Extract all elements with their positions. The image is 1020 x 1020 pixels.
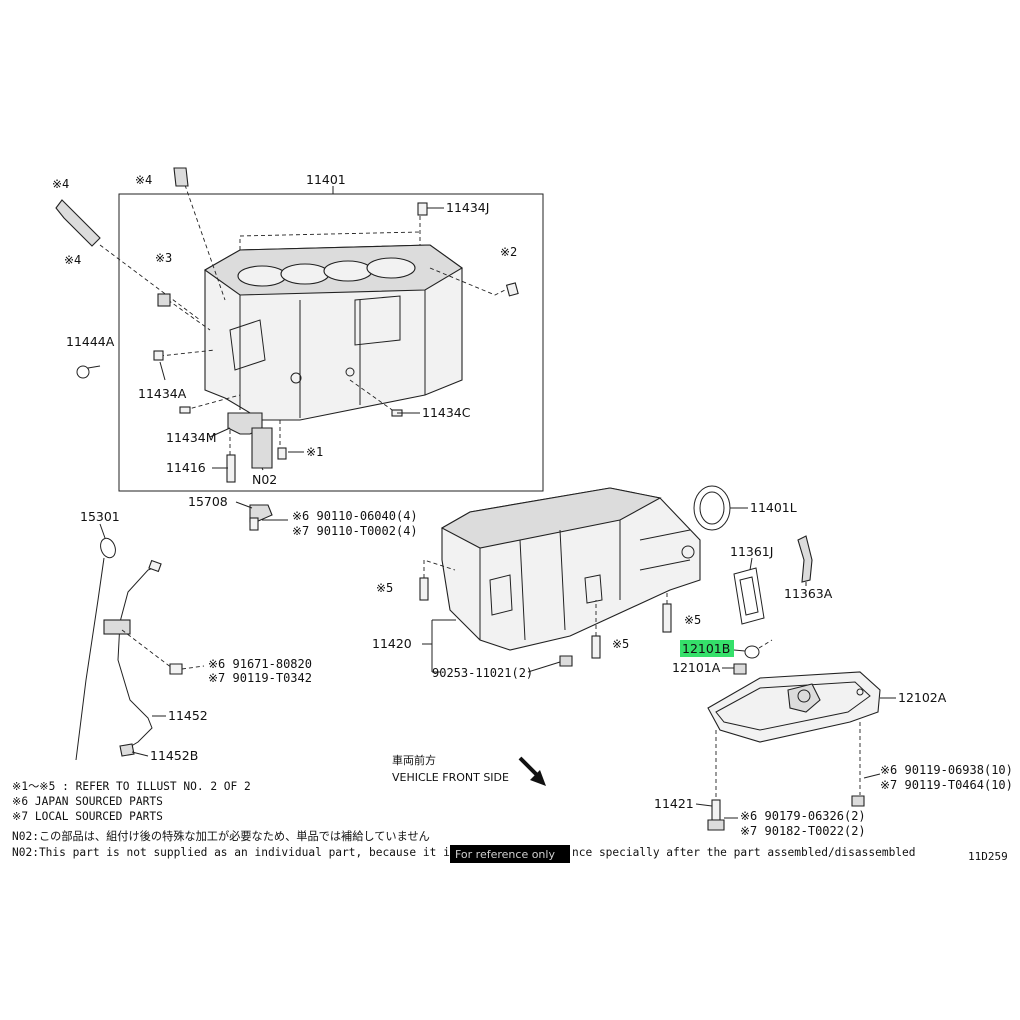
- callout-11401L: 11401L: [750, 500, 797, 515]
- callout-N02: N02: [252, 472, 277, 487]
- pn-plug: 90253-11021(2): [432, 666, 533, 680]
- cylinder-block: [203, 244, 464, 421]
- callout-12101B-highlight: [680, 640, 734, 657]
- bracket-11363A: [797, 535, 813, 583]
- oil-seal-11401L: [693, 485, 731, 531]
- bearing-cap-N02: [251, 427, 273, 469]
- pn-stud-nut-local: ※7 90182-T0022(2): [740, 824, 866, 838]
- callout-11444A: 11444A: [66, 334, 115, 349]
- callout-11416: 11416: [166, 460, 206, 475]
- bolt-11416: [226, 454, 236, 483]
- callout-15708: 15708: [188, 494, 228, 509]
- note-n02-jp: N02:この部品は、組付け後の特殊な加工が必要なため、単品では補給していません: [12, 829, 430, 843]
- o-ring-11452B: [119, 743, 135, 757]
- callout-11361J: 11361J: [730, 544, 773, 559]
- direction-jp: 車両前方: [392, 753, 436, 767]
- mark-4b: ※4: [135, 173, 152, 187]
- oil-pan-no2-12102A: [707, 671, 881, 743]
- mark-4a: ※4: [52, 177, 69, 191]
- gasket-12101B: [744, 645, 760, 659]
- pn-stud-nut-jp: ※6 90179-06326(2): [740, 809, 866, 823]
- o-ring-11444A: [76, 365, 90, 379]
- drain-plug-12101A: [733, 663, 747, 675]
- oil-pan-no1-11420: [440, 487, 701, 651]
- callout-11420: 11420: [372, 636, 412, 651]
- mark-5b: ※5: [612, 637, 629, 651]
- callout-11401: 11401: [306, 172, 346, 187]
- callout-11434C: 11434C: [422, 405, 471, 420]
- stud-11421: [711, 799, 721, 821]
- note-refer: ※1～※5 : REFER TO ILLUST NO. 2 OF 2: [12, 780, 251, 793]
- front-arrow-icon: [518, 756, 546, 786]
- mark-2: ※2: [500, 245, 517, 259]
- callout-11421: 11421: [654, 796, 694, 811]
- callout-11452: 11452: [168, 708, 208, 723]
- callout-12102A: 12102A: [898, 690, 947, 705]
- watermark-box: [450, 845, 570, 863]
- oil-level-gauge-15301: [75, 537, 116, 761]
- gauge-guide-11452: [103, 559, 162, 749]
- pn-bolt15708-local: ※7 90110-T0002(4): [292, 524, 418, 538]
- pn-pan-bolt-jp: ※6 90119-06938(10): [880, 763, 1013, 777]
- callout-11434M: 11434M: [166, 430, 217, 445]
- dowel-pin-11434J: [417, 202, 428, 216]
- mark-5a: ※5: [376, 581, 393, 595]
- gasket-11361J: [733, 567, 765, 625]
- callout-15301: 15301: [80, 509, 120, 524]
- callout-11434J: 11434J: [446, 200, 489, 215]
- callout-12101B[interactable]: 12101B: [682, 641, 730, 656]
- direction-en: VEHICLE FRONT SIDE: [392, 771, 509, 784]
- watermark-text: For reference only: [455, 848, 555, 861]
- mark-1: ※1: [306, 445, 323, 459]
- note-n02-en-end: nce specially after the part assembled/d…: [572, 846, 916, 859]
- pn-pan-bolt-local: ※7 90119-T0464(10): [880, 778, 1013, 792]
- callout-11434A: 11434A: [138, 386, 187, 401]
- figure-code: 11D259: [968, 850, 1008, 863]
- note-japan-sourced: ※6 JAPAN SOURCED PARTS: [12, 795, 163, 808]
- drain-plug: [173, 167, 189, 187]
- mark-5c: ※5: [684, 613, 701, 627]
- note-n02-en: N02:This part is not supplied as an indi…: [12, 846, 477, 859]
- mark-3: ※3: [155, 251, 172, 265]
- pn-bolt-guide-jp: ※6 91671-80820: [208, 657, 312, 671]
- mark-4c: ※4: [64, 253, 81, 267]
- callout-11363A: 11363A: [784, 586, 833, 601]
- oil-pressure-switch: [55, 199, 101, 247]
- callout-11452B: 11452B: [150, 748, 198, 763]
- pn-bolt-guide-local: ※7 90119-T0342: [208, 671, 312, 685]
- block-group-frame: [118, 193, 544, 492]
- callout-12101A: 12101A: [672, 660, 721, 675]
- note-local-sourced: ※7 LOCAL SOURCED PARTS: [12, 810, 163, 823]
- pn-bolt15708-jp: ※6 90110-06040(4): [292, 509, 418, 523]
